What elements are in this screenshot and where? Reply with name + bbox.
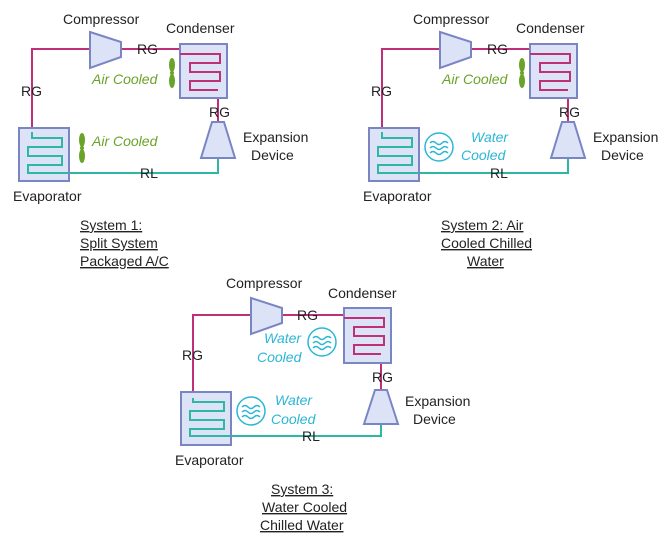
condenser-label: Condenser — [516, 20, 585, 36]
caption-line-1: System 2: Air — [441, 217, 524, 233]
expansion-device-icon — [362, 389, 400, 425]
water-icon — [236, 396, 266, 426]
rg-left-label: RG — [182, 347, 203, 363]
system2: Compressor Condenser RG RG RG RL Expansi… — [363, 11, 658, 269]
gas-line-left — [31, 48, 90, 132]
expansion-label-1: Expansion — [593, 129, 658, 145]
caption-line-2: Water Cooled — [262, 499, 347, 515]
compressor-icon — [250, 296, 283, 336]
compressor-label: Compressor — [413, 11, 490, 27]
evaporator-cooling-label-1: Water — [275, 392, 313, 408]
system3: Compressor Condenser RG RG RG RL Expansi… — [175, 275, 470, 533]
evaporator-coil — [189, 398, 230, 437]
expansion-label-2: Device — [601, 147, 644, 163]
caption-line-2: Split System — [80, 235, 158, 251]
expansion-label-2: Device — [413, 411, 456, 427]
rg-top-label: RG — [297, 307, 318, 323]
evaporator-icon — [180, 391, 232, 446]
liquid-line-bottom — [230, 424, 382, 437]
condenser-coil — [530, 53, 571, 91]
condenser-cooling-label-1: Water — [264, 330, 302, 346]
expansion-label-1: Expansion — [405, 393, 470, 409]
expansion-device-icon — [549, 121, 587, 159]
condenser-coil — [344, 317, 385, 355]
evaporator-cooling-label-1: Water — [471, 129, 509, 145]
evaporator-label: Evaporator — [175, 452, 244, 468]
fan-icon — [519, 58, 525, 88]
rg-right-label: RG — [559, 104, 580, 120]
rg-right-label: RG — [372, 369, 393, 385]
caption-line-3: Chilled Water — [260, 517, 344, 533]
condenser-cooling-label-2: Cooled — [257, 349, 303, 365]
water-icon — [307, 327, 337, 357]
evaporator-cooling-label-2: Cooled — [271, 411, 317, 427]
compressor-icon — [89, 30, 122, 70]
evaporator-coil — [27, 132, 68, 174]
compressor-label: Compressor — [63, 11, 140, 27]
rl-label: RL — [140, 165, 158, 181]
evaporator-coil — [377, 132, 418, 174]
compressor-label: Compressor — [226, 275, 303, 291]
rg-left-label: RG — [371, 83, 392, 99]
caption-line-2: Cooled Chilled — [441, 235, 532, 251]
water-icon — [424, 132, 454, 162]
gas-line-left — [381, 48, 440, 132]
gas-line-left — [192, 314, 251, 398]
liquid-line-bottom — [68, 158, 219, 174]
caption-line-1: System 1: — [80, 217, 142, 233]
liquid-line-bottom — [418, 158, 569, 174]
condenser-label: Condenser — [328, 285, 397, 301]
condenser-label: Condenser — [166, 20, 235, 36]
caption-line-3: Water — [467, 253, 504, 269]
caption-line-1: System 3: — [271, 481, 333, 497]
fan-icon — [169, 58, 175, 88]
rg-left-label: RG — [21, 83, 42, 99]
condenser-cooling-label: Air Cooled — [91, 71, 159, 87]
expansion-label-2: Device — [251, 147, 294, 163]
expansion-label-1: Expansion — [243, 129, 308, 145]
system1: Compressor Condenser RG RG RG RL Expansi… — [13, 11, 308, 269]
evaporator-cooling-label-2: Cooled — [461, 147, 507, 163]
expansion-device-icon — [199, 121, 237, 159]
rl-label: RL — [490, 165, 508, 181]
evaporator-cooling-label: Air Cooled — [91, 133, 159, 149]
condenser-coil — [180, 53, 221, 91]
rl-label: RL — [302, 428, 320, 444]
rg-top-label: RG — [487, 41, 508, 57]
compressor-icon — [439, 30, 472, 70]
caption-line-3: Packaged A/C — [80, 253, 169, 269]
rg-top-label: RG — [137, 41, 158, 57]
rg-right-label: RG — [209, 104, 230, 120]
evaporator-label: Evaporator — [13, 188, 82, 204]
fan-icon — [79, 133, 85, 163]
evaporator-label: Evaporator — [363, 188, 432, 204]
condenser-cooling-label: Air Cooled — [441, 71, 509, 87]
